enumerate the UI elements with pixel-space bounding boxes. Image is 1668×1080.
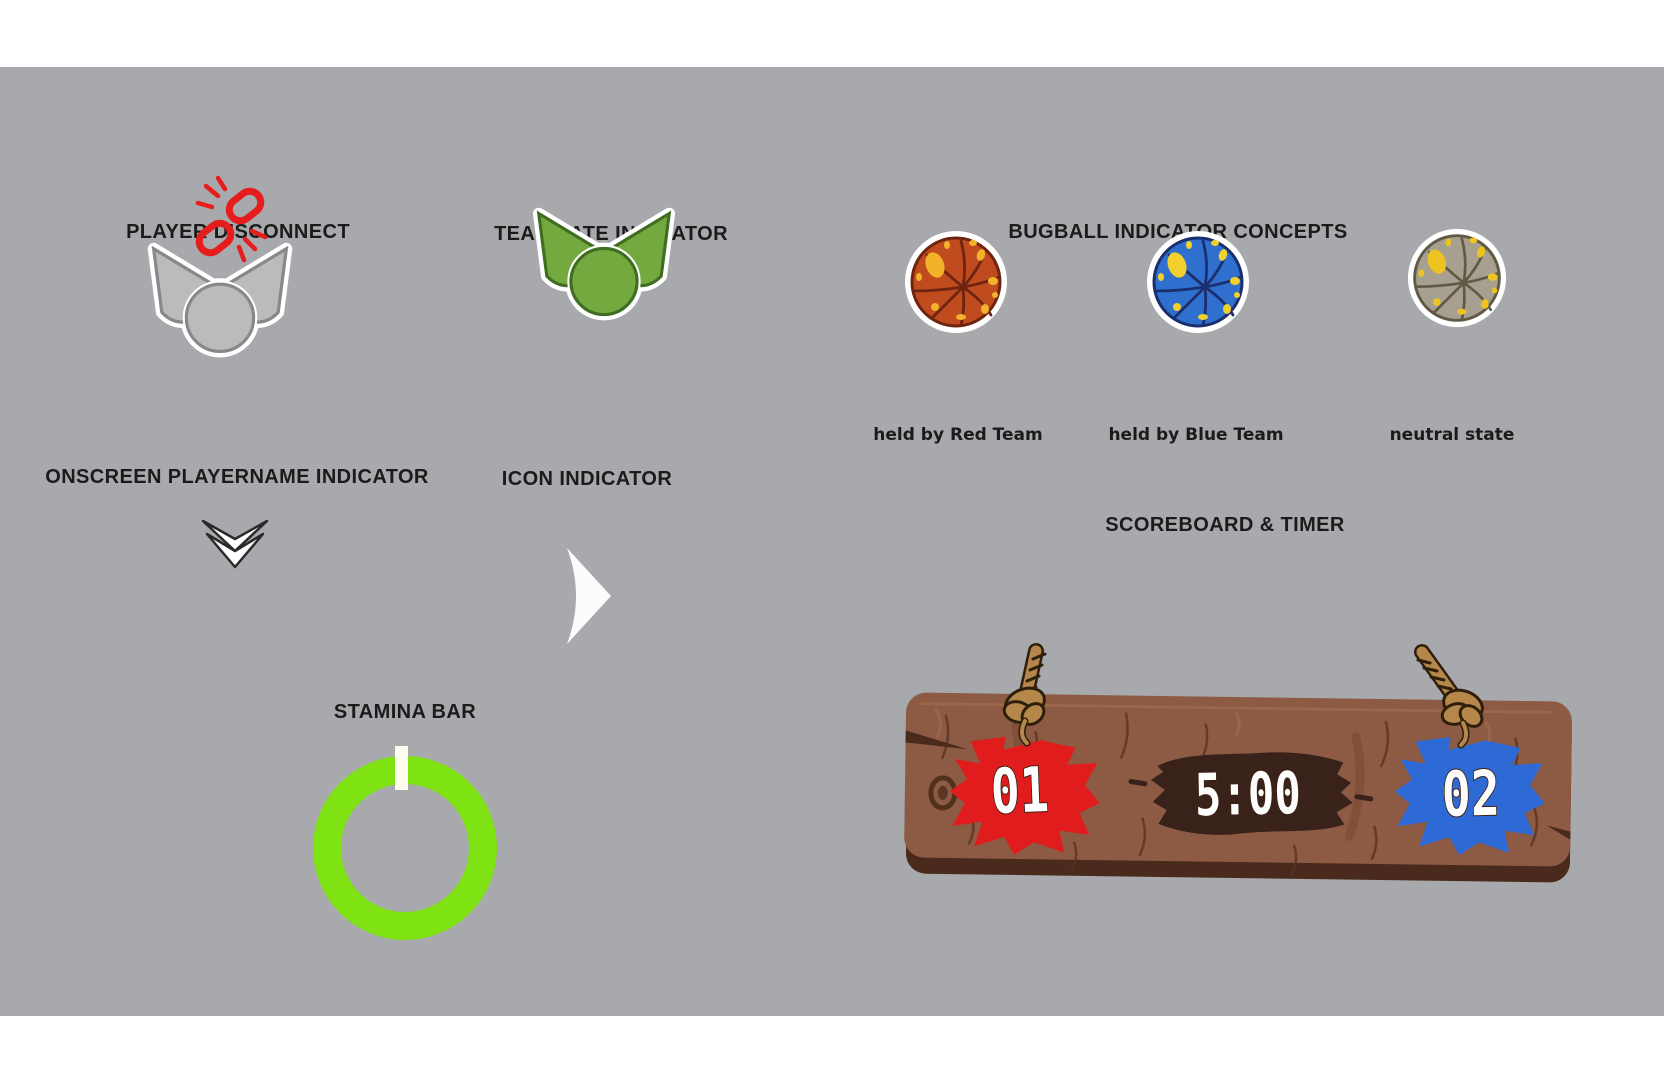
- stamina-notch: [395, 746, 408, 790]
- left-crack: [905, 730, 968, 750]
- disconnected-ball: [184, 282, 256, 354]
- red-score-splash: [949, 736, 1100, 855]
- stamina-bar-title: STAMINA BAR: [333, 701, 477, 723]
- bugball-concepts-title: BUGBALL INDICATOR CONCEPTS: [1008, 221, 1348, 243]
- spots: [916, 240, 998, 320]
- red-ball-label: held by Red Team: [873, 425, 1043, 445]
- neutral-ball-label: neutral state: [1389, 425, 1515, 445]
- bugball-neutral-icon: [1407, 228, 1507, 328]
- blue-team-score: 02: [1441, 757, 1501, 831]
- spots: [1418, 237, 1498, 315]
- player-disconnect-icon: [147, 242, 293, 358]
- left-rope: [1002, 643, 1047, 747]
- blue-ball-label: held by Blue Team: [1108, 425, 1284, 445]
- onscreen-playername-title: ONSCREEN PLAYERNAME INDICATOR: [45, 466, 429, 488]
- canvas-background: PLAYER DISCONNECT: [0, 67, 1664, 1016]
- scoreboard-timer-title: SCOREBOARD & TIMER: [1105, 514, 1345, 536]
- right-crack: [1546, 825, 1571, 840]
- match-timer: 5:00: [1194, 759, 1301, 829]
- broken-link-icon: [195, 175, 268, 263]
- scoreboard-sign: 01 5:00 02: [904, 643, 1572, 883]
- timer-brush: [1128, 752, 1374, 835]
- right-rope: [1414, 644, 1484, 749]
- bugball-red-icon: [905, 231, 1007, 333]
- bugball-blue-icon: [1147, 231, 1249, 333]
- red-team-score: 01: [989, 753, 1050, 828]
- wood-board: 01 5:00 02: [904, 692, 1572, 883]
- teammate-icon: [532, 207, 676, 321]
- double-chevron-down-icon: [201, 519, 269, 569]
- teammate-ball: [569, 246, 639, 317]
- chain-link-lower: [195, 219, 235, 257]
- chevron-right-icon: [567, 548, 611, 644]
- spots: [1158, 240, 1240, 320]
- player-disconnect-title: PLAYER DISCONNECT: [126, 221, 350, 243]
- icon-indicator-title: ICON INDICATOR: [501, 468, 673, 490]
- chain-link-upper: [225, 187, 265, 225]
- blue-score-splash: [1394, 737, 1545, 856]
- break-sparks: [195, 175, 268, 263]
